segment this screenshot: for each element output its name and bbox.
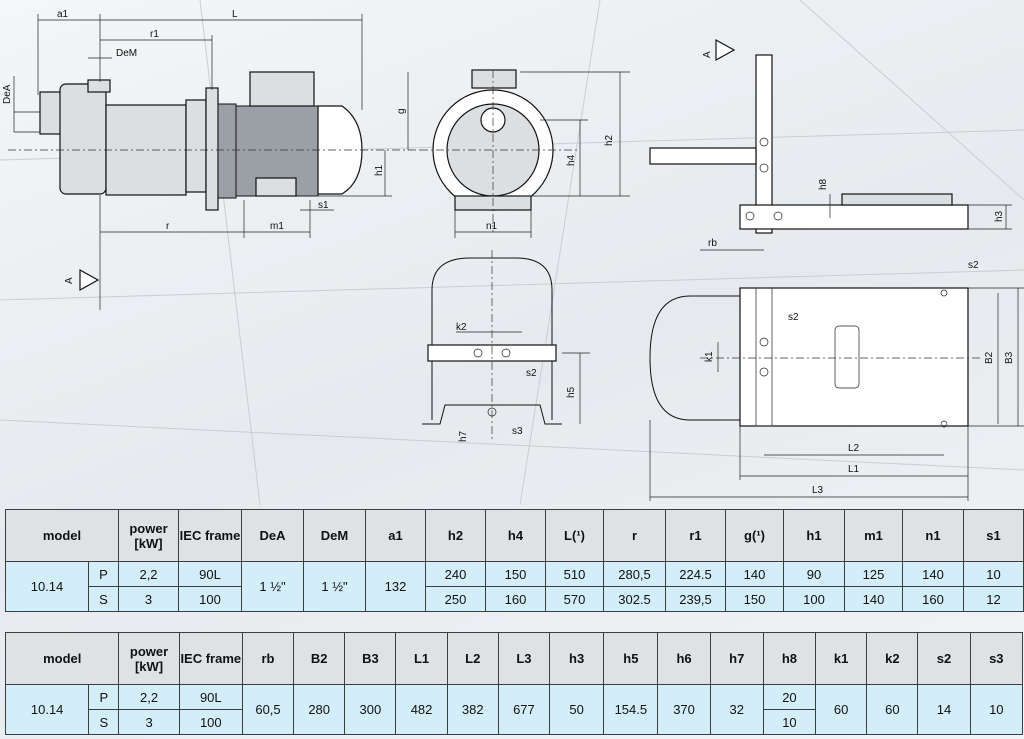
- front-view-dimensions: h2 h4 n1: [454, 71, 630, 238]
- svg-text:k1: k1: [704, 351, 715, 362]
- col-m1: m1: [844, 509, 904, 562]
- svg-text:B3: B3: [1004, 351, 1015, 364]
- inlet-flange: [39, 91, 63, 135]
- svg-text:DeA: DeA: [2, 84, 13, 104]
- frame-front-view: k2 s2 h5 h7 s3: [422, 250, 590, 442]
- col-frame: IEC frame: [178, 509, 243, 562]
- table-row: 10.14 P 2,2 90L 60,5 280 300 482 382 677…: [4, 684, 1024, 735]
- col-model: model: [4, 632, 120, 685]
- svg-text:h3: h3: [994, 210, 1005, 222]
- plan-slot: [834, 325, 860, 389]
- spec-table-frame: model power [kW] IEC frame rb B2 B3 L1 L…: [4, 632, 1024, 735]
- svg-text:DeM: DeM: [116, 48, 137, 59]
- svg-text:B2: B2: [984, 351, 995, 364]
- svg-text:s1: s1: [318, 200, 329, 211]
- col-h1: h1: [783, 509, 846, 562]
- col-power: power [kW]: [118, 509, 180, 562]
- svg-text:h5: h5: [566, 386, 577, 398]
- svg-text:A: A: [702, 51, 713, 58]
- col-h7: h7: [709, 632, 764, 685]
- col-rb: rb: [241, 632, 295, 685]
- section-arrow-side: [79, 268, 100, 292]
- svg-text:L1: L1: [848, 464, 860, 475]
- svg-text:r1: r1: [150, 29, 159, 40]
- svg-text:h8: h8: [818, 178, 829, 190]
- svg-text:g: g: [396, 108, 407, 114]
- frame-loop: [431, 257, 553, 420]
- col-k1: k1: [815, 632, 868, 685]
- col-s3: s3: [969, 632, 1024, 685]
- table-row: S 3 100 250 160 570 302.5 239,5 150 100 …: [6, 586, 1024, 612]
- side-view-dimensions: a1 L r1 DeM DeA g h1 s1 r m1 A: [2, 9, 409, 310]
- svg-text:s2: s2: [788, 312, 799, 323]
- col-DeM: DeM: [303, 509, 367, 562]
- svg-text:r: r: [166, 221, 170, 232]
- front-terminal-box: [471, 69, 517, 89]
- col-h3: h3: [549, 632, 605, 685]
- frame-plan-view: s2 s2 k1 B2 B3 L2 L1 L3: [649, 260, 1024, 501]
- col-g: g(¹): [725, 509, 785, 562]
- motor-flange: [205, 87, 219, 211]
- rail-upright: [755, 54, 773, 234]
- col-L1: L1: [395, 632, 448, 685]
- pump-body: [59, 83, 107, 195]
- col-L: L(¹): [545, 509, 605, 562]
- spec-table-pump: model power [kW] IEC frame DeA DeM a1 h2…: [4, 509, 1024, 612]
- svg-text:s2: s2: [526, 368, 537, 379]
- rail-arm: [649, 147, 757, 165]
- col-h6: h6: [657, 632, 711, 685]
- svg-text:a1: a1: [57, 9, 69, 20]
- svg-text:h4: h4: [566, 154, 577, 166]
- col-frame: IEC frame: [178, 632, 243, 685]
- svg-text:L2: L2: [848, 443, 860, 454]
- svg-text:rb: rb: [708, 238, 717, 249]
- svg-text:h1: h1: [374, 164, 385, 176]
- motor-foot: [255, 177, 297, 197]
- technical-drawing: a1 L r1 DeM DeA g h1 s1 r m1 A h2 h4 n1: [0, 0, 1024, 505]
- col-L3: L3: [497, 632, 551, 685]
- section-arrow-top: [715, 38, 736, 62]
- pump-side-view: [8, 71, 420, 211]
- svg-text:s3: s3: [512, 426, 523, 437]
- col-h8: h8: [762, 632, 817, 685]
- svg-text:L3: L3: [812, 485, 824, 496]
- plan-loop: [649, 295, 760, 421]
- col-a1: a1: [365, 509, 427, 562]
- col-model: model: [4, 509, 120, 562]
- col-h5: h5: [603, 632, 659, 685]
- col-B2: B2: [293, 632, 346, 685]
- col-s1: s1: [963, 509, 1024, 562]
- col-r: r: [603, 509, 667, 562]
- col-n1: n1: [902, 509, 965, 562]
- terminal-box: [249, 71, 315, 107]
- col-h2: h2: [425, 509, 487, 562]
- col-k2: k2: [866, 632, 919, 685]
- outlet-flange: [87, 79, 111, 93]
- col-s2: s2: [917, 632, 971, 685]
- svg-text:h7: h7: [458, 430, 469, 442]
- lantern: [185, 99, 207, 193]
- svg-text:n1: n1: [486, 221, 498, 232]
- col-L2: L2: [446, 632, 499, 685]
- motor-shoulder: [217, 103, 237, 199]
- plan-base: [739, 287, 969, 427]
- pump-front-view: [420, 69, 580, 232]
- svg-text:m1: m1: [270, 221, 284, 232]
- svg-text:A: A: [64, 277, 75, 284]
- col-power: power [kW]: [118, 632, 180, 685]
- svg-text:k2: k2: [456, 322, 467, 333]
- section-a-view: A h8 h3 rb: [649, 38, 1012, 251]
- col-DeA: DeA: [241, 509, 305, 562]
- col-h4: h4: [485, 509, 547, 562]
- table-row: S 3 100 10: [6, 709, 1023, 735]
- table-row: 10.14 P 2,2 90L 1 ½" 1 ½" 132 240 150 51…: [5, 561, 1024, 612]
- col-B3: B3: [344, 632, 397, 685]
- frame-base: [422, 404, 562, 425]
- svg-text:L: L: [232, 9, 238, 20]
- svg-text:s2: s2: [968, 260, 979, 271]
- rail-plate: [841, 193, 953, 206]
- col-r1: r1: [665, 509, 727, 562]
- svg-text:h2: h2: [604, 134, 615, 146]
